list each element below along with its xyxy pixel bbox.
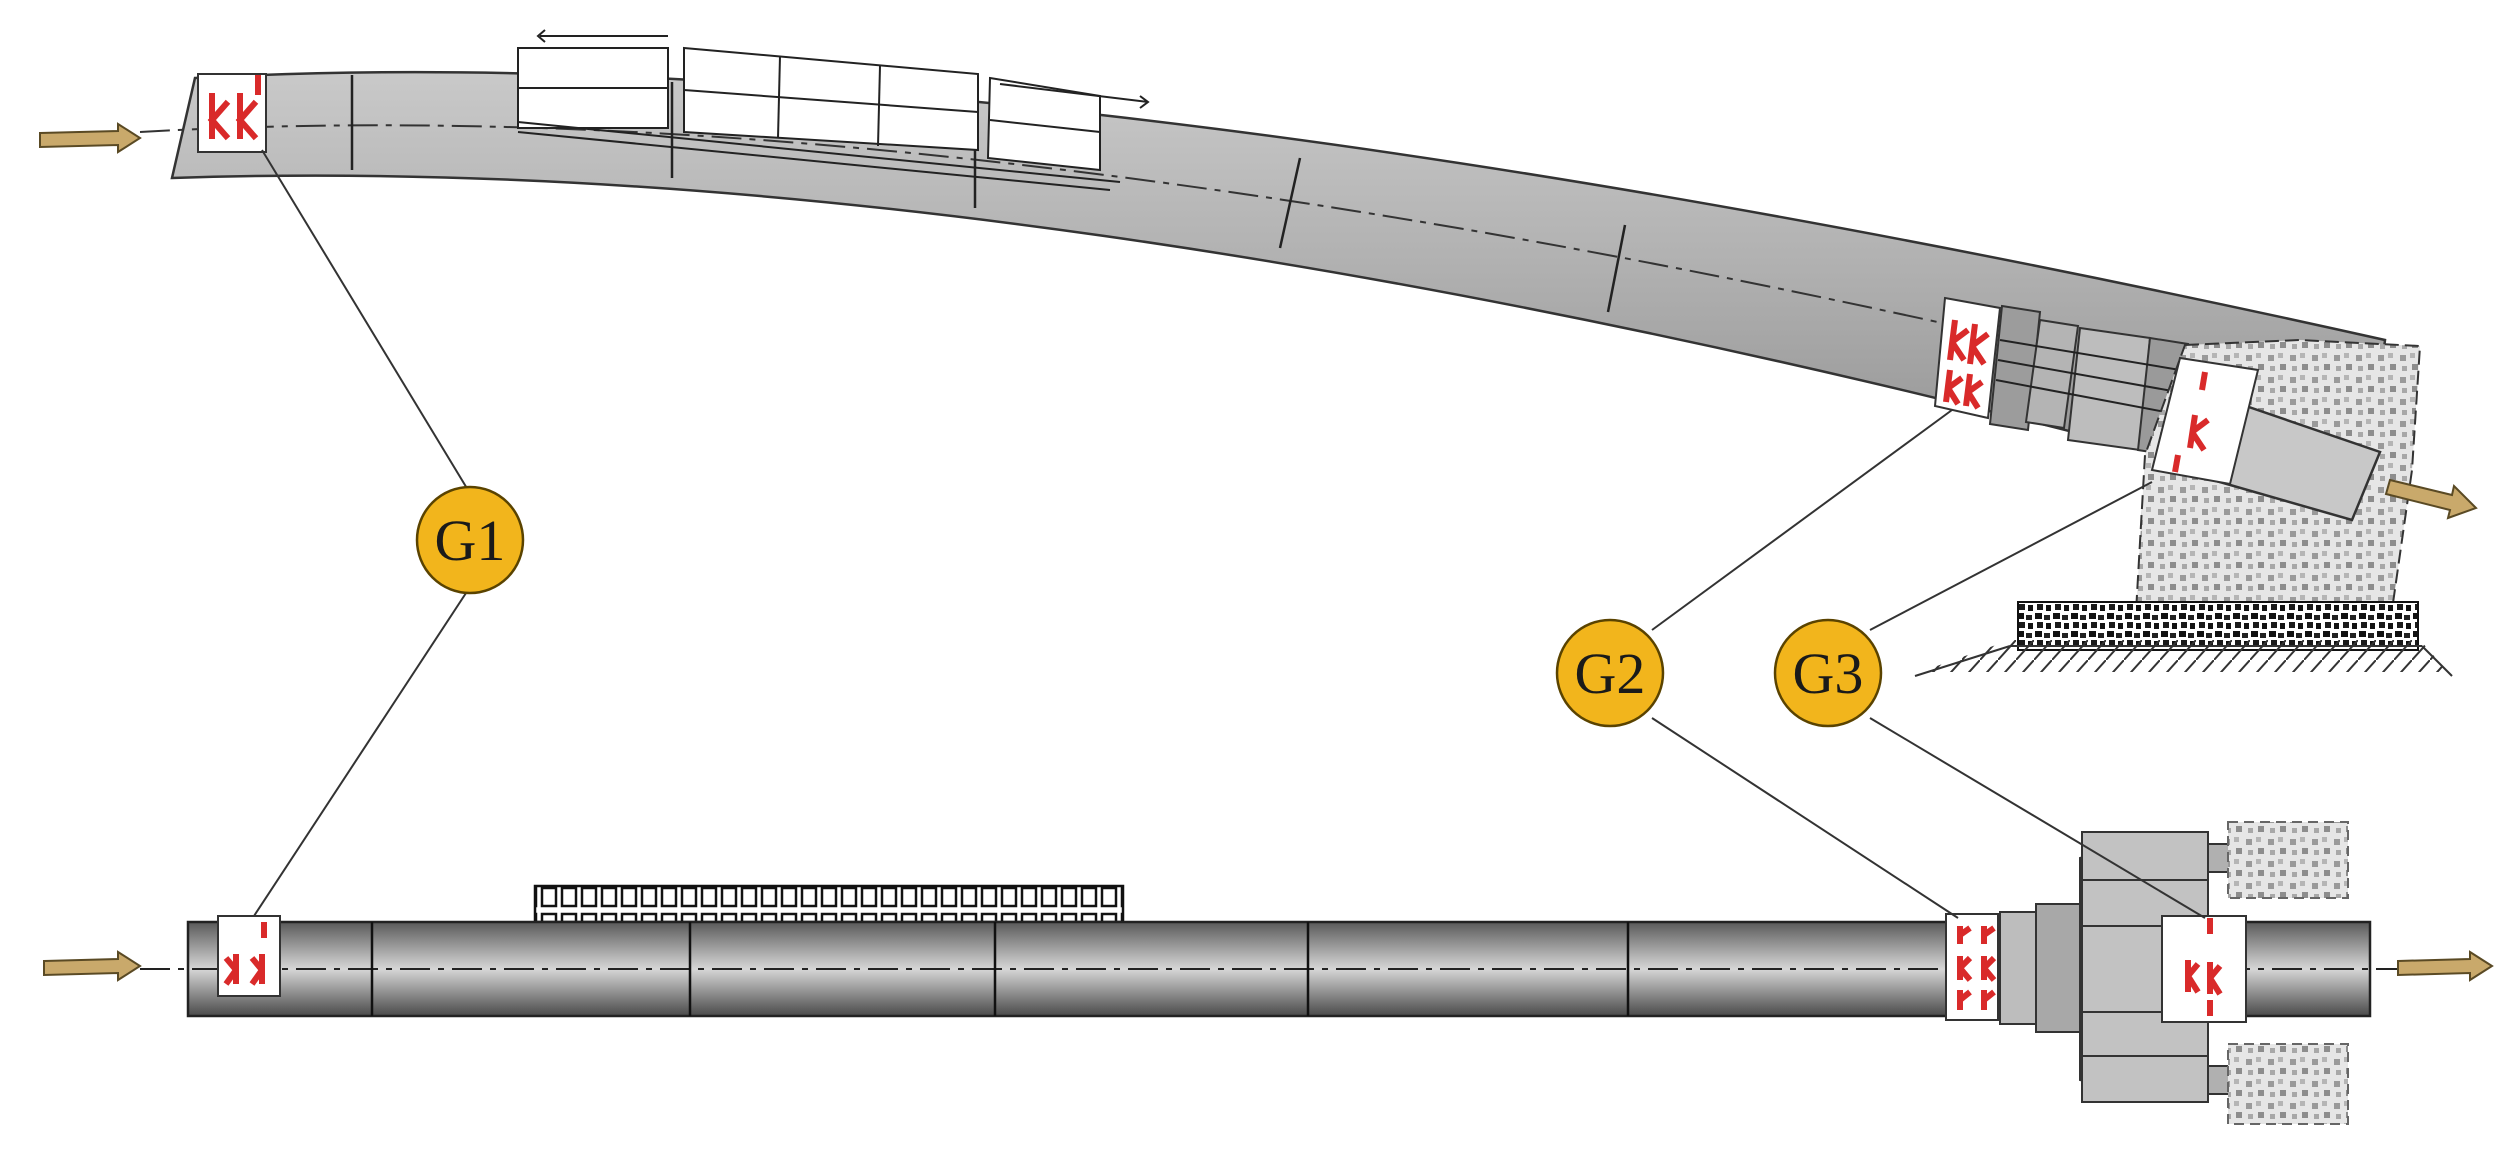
gauge-label: G3 xyxy=(1793,641,1864,706)
strain-gauge-g1-bottom xyxy=(217,915,281,997)
gauge-label: G1 xyxy=(435,508,506,573)
concrete-block xyxy=(2227,821,2349,899)
grating xyxy=(533,884,1125,924)
arrow-right-icon xyxy=(2384,478,2478,520)
frame-block xyxy=(986,76,1101,172)
arrow-right-icon xyxy=(43,950,142,982)
gauge-badge-g3: G3 xyxy=(1773,618,1883,728)
gauge-label: G2 xyxy=(1575,641,1646,706)
arrow-right-icon xyxy=(2397,950,2494,982)
flange-assembly-top xyxy=(1933,296,2190,458)
strain-gauge-g1-top xyxy=(197,73,267,153)
curved-pipeline xyxy=(139,70,2387,512)
frame-block xyxy=(683,46,979,152)
concrete-block xyxy=(2227,1043,2349,1125)
curved-pipe-body xyxy=(170,70,2387,512)
pipe-joint xyxy=(1606,224,1627,313)
gauge-badge-g1: G1 xyxy=(415,485,525,595)
pipe-joint xyxy=(1278,157,1302,249)
leader-lines xyxy=(253,149,2206,919)
ground-hatch-icon xyxy=(1914,640,2453,677)
lifting-frame xyxy=(517,29,1150,191)
flange-assembly-bottom xyxy=(1945,821,2349,1125)
gauge-badge-g2: G2 xyxy=(1555,618,1665,728)
concrete-support-top xyxy=(1914,338,2453,677)
arrow-right-icon xyxy=(39,122,142,154)
